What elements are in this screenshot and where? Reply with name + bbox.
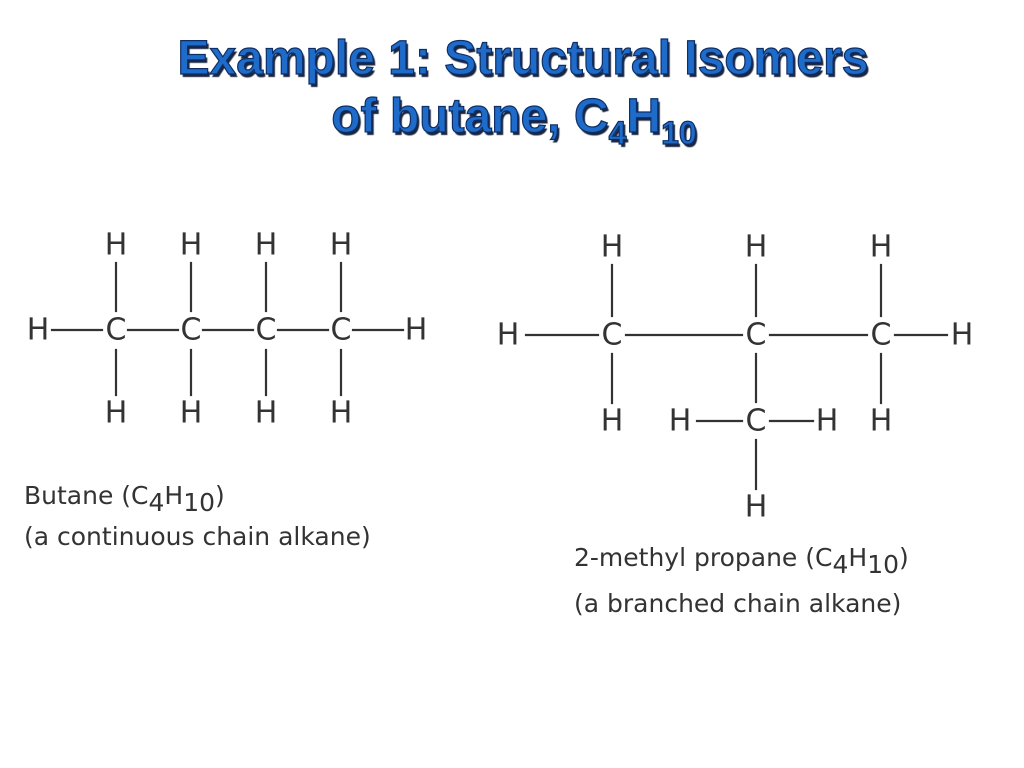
title-hydrogen: H bbox=[626, 89, 662, 143]
methylpropane-hydrogen-atom-6: H bbox=[745, 230, 768, 265]
butane-hydrogen-atom-8: H bbox=[330, 228, 353, 263]
butane-name-text: Butane (C bbox=[24, 481, 149, 510]
butane-name-close: ) bbox=[215, 481, 225, 510]
butane-hydrogen-atom-10: H bbox=[180, 396, 203, 431]
methylpropane-hydrogen-atom-5: H bbox=[601, 230, 624, 265]
methylpropane-hydrogen-atom-14: H bbox=[745, 490, 768, 525]
methylpropane-subscript-4: 4 bbox=[832, 550, 849, 579]
slide-title: Example 1: Structural Isomers of butane,… bbox=[0, 30, 1024, 149]
butane-subscript-10: 10 bbox=[183, 488, 216, 517]
methylpropane-hydrogen-atom-7: H bbox=[870, 230, 893, 265]
butane-description: (a continuous chain alkane) bbox=[24, 522, 371, 551]
methylpropane-carbon-atom-4: C bbox=[746, 404, 767, 439]
methylpropane-hydrogen-atom-13: H bbox=[816, 404, 839, 439]
title-line-2: of butane, C4H10 bbox=[0, 88, 1024, 149]
methylpropane-description: (a branched chain alkane) bbox=[574, 589, 902, 618]
butane-subscript-4: 4 bbox=[148, 488, 165, 517]
butane-name-hydrogen: H bbox=[164, 481, 184, 510]
title-line-1: Example 1: Structural Isomers bbox=[177, 31, 869, 85]
title-line-2-text: of butane, C bbox=[331, 89, 610, 143]
methylpropane-name-close: ) bbox=[899, 543, 909, 572]
butane-hydrogen-atom-5: H bbox=[105, 228, 128, 263]
methylpropane-carbon-atom-2: C bbox=[746, 318, 767, 353]
methylpropane-carbon-atom-3: C bbox=[871, 318, 892, 353]
butane-hydrogen-atom-14: H bbox=[405, 313, 428, 348]
butane-carbon-atom-4: C bbox=[331, 313, 352, 348]
butane-hydrogen-atom-6: H bbox=[180, 228, 203, 263]
methylpropane-hydrogen-atom-9: H bbox=[951, 318, 974, 353]
butane-carbon-atom-3: C bbox=[256, 313, 277, 348]
methylpropane-caption: 2-methyl propane (C4H10) (a branched cha… bbox=[574, 543, 909, 619]
methylpropane-name: 2-methyl propane (C4H10) bbox=[574, 543, 909, 579]
methylpropane-name-text: 2-methyl propane (C bbox=[574, 543, 833, 572]
methylpropane-subscript-10: 10 bbox=[867, 550, 899, 579]
methylpropane-hydrogen-atom-8: H bbox=[497, 318, 520, 353]
butane-hydrogen-atom-11: H bbox=[255, 396, 278, 431]
methylpropane-name-hydrogen: H bbox=[848, 543, 868, 572]
title-subscript-10: 10 bbox=[661, 115, 698, 151]
methylpropane-hydrogen-atom-10: H bbox=[601, 404, 624, 439]
title-subscript-4: 4 bbox=[608, 115, 627, 151]
butane-name: Butane (C4H10) bbox=[24, 481, 371, 517]
methylpropane-hydrogen-atom-11: H bbox=[870, 404, 893, 439]
butane-carbon-atom-2: C bbox=[181, 313, 202, 348]
butane-hydrogen-atom-13: H bbox=[27, 313, 50, 348]
butane-hydrogen-atom-9: H bbox=[105, 396, 128, 431]
methylpropane-hydrogen-atom-12: H bbox=[669, 404, 692, 439]
butane-hydrogen-atom-12: H bbox=[330, 396, 353, 431]
butane-carbon-atom-1: C bbox=[106, 313, 127, 348]
butane-hydrogen-atom-7: H bbox=[255, 228, 278, 263]
methylpropane-carbon-atom-1: C bbox=[602, 318, 623, 353]
butane-caption: Butane (C4H10) (a continuous chain alkan… bbox=[24, 481, 371, 552]
